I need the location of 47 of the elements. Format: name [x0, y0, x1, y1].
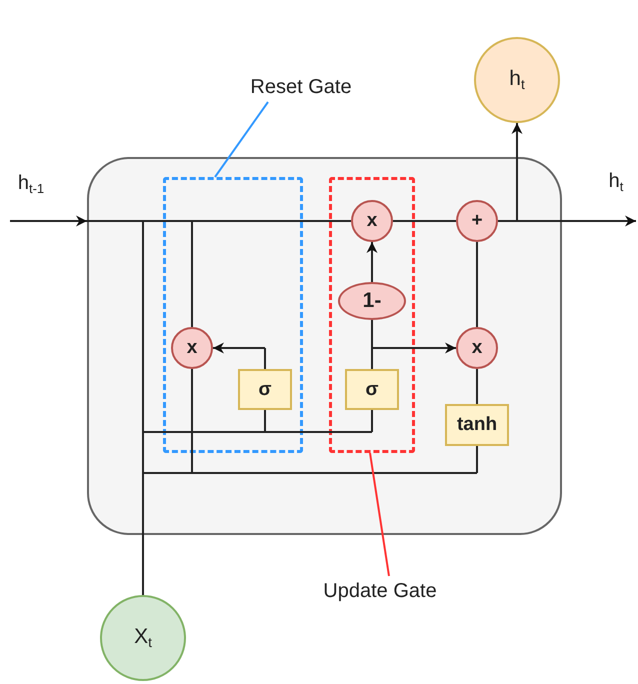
leader-line [214, 101, 269, 178]
connector-line [371, 410, 373, 432]
arrow [512, 123, 522, 221]
connector-line [393, 220, 456, 222]
connector-line [498, 220, 517, 222]
connector-line [142, 221, 144, 432]
leader-line [369, 452, 390, 576]
connector-line [476, 242, 478, 327]
input-circle: X$_{t}$ [100, 595, 186, 681]
operator-circle: x [171, 327, 213, 369]
operator-ellipse: 1- [338, 282, 406, 320]
connector-line [143, 472, 192, 474]
operator-circle: + [456, 200, 498, 242]
connector-line [143, 220, 192, 222]
connector-line [192, 220, 351, 222]
cell-box [87, 157, 562, 535]
output-label: h$_{t}$ [596, 170, 636, 222]
connector-line [371, 320, 373, 348]
arrow [213, 342, 265, 354]
connector-line [476, 446, 478, 473]
connector-line [142, 473, 144, 595]
connector-line [371, 348, 373, 369]
arrow [372, 342, 456, 354]
activation-box: tanh [445, 404, 509, 446]
operator-circle: x [456, 327, 498, 369]
arrow [517, 216, 636, 226]
activation-box: σ [238, 369, 292, 410]
reset-gate-region [163, 177, 303, 453]
connector-line [142, 432, 144, 473]
gate-label: Update Gate [310, 576, 450, 606]
connector-line [265, 431, 372, 433]
activation-box: σ [345, 369, 399, 410]
connector-line [143, 431, 265, 433]
gate-label: Reset Gate [226, 72, 376, 102]
input-label: h$_{t-1}$ [10, 172, 52, 222]
connector-line [264, 410, 266, 432]
connector-line [87, 220, 143, 222]
output-circle: h$_{t}$ [474, 37, 560, 123]
update-gate-region [329, 177, 415, 453]
connector-line [476, 369, 478, 404]
arrow [10, 216, 87, 226]
connector-line [191, 369, 193, 473]
connector-line [191, 221, 193, 327]
arrow [366, 242, 378, 282]
connector-line [264, 348, 266, 369]
connector-line [192, 472, 477, 474]
operator-circle: x [351, 200, 393, 242]
